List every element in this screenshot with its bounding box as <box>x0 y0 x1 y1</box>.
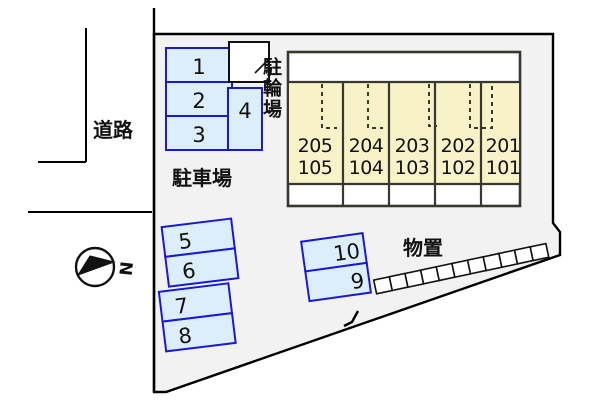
road-label: 道路 <box>93 118 134 142</box>
storage-label: 物置 <box>403 236 443 260</box>
unit-lower-label: 101 <box>486 157 521 179</box>
unit-interior-dashed-lines <box>321 84 493 129</box>
building-unit-203-103: 203 103 <box>395 135 430 179</box>
bicycle-parking-label: 駐輪場 <box>260 56 282 120</box>
building-unit-204-104: 204 104 <box>349 135 385 179</box>
apartment-building <box>286 50 522 208</box>
unit-upper-label: 203 <box>395 135 430 157</box>
parking-stall-1-label: 1 <box>192 55 205 79</box>
parking-stall-4-label: 4 <box>238 99 251 123</box>
unit-lower-label: 103 <box>395 157 430 179</box>
road-boundary <box>28 28 152 213</box>
compass-needle <box>76 255 116 276</box>
parking-stall-6-label: 6 <box>181 258 197 283</box>
bicycle-parking-leader-line <box>254 58 270 74</box>
parking-stall-5-label: 5 <box>177 229 193 254</box>
compass-north-letter: N <box>114 260 135 276</box>
parking-stall-8[interactable]: 8 <box>161 311 237 353</box>
parking-stall-9-label: 9 <box>349 268 366 294</box>
compass-rose: N <box>74 246 136 288</box>
parking-stall-group-56: 5 6 <box>160 217 240 288</box>
parking-stall-10-label: 10 <box>332 239 362 266</box>
building-unit-202-102: 202 102 <box>441 135 476 179</box>
unit-upper-label: 204 <box>349 135 384 157</box>
parking-stall-group-78: 7 8 <box>157 282 237 353</box>
unit-lower-label: 102 <box>441 157 476 179</box>
parking-stall-group-123: 1 2 3 <box>165 47 233 151</box>
unit-upper-label: 202 <box>441 135 476 157</box>
building-unit-201-101: 201 101 <box>486 135 521 179</box>
parking-stall-8-label: 8 <box>177 323 193 348</box>
storage-shed-box <box>529 242 550 262</box>
bicycle-parking-label-char-1: 駐輪場 <box>260 56 282 120</box>
parking-stall-4[interactable]: 4 <box>227 87 263 151</box>
building-unit-labels: 205 105 204 104 203 103 202 102 201 101 <box>298 135 521 179</box>
unit-lower-label: 104 <box>349 157 384 179</box>
bicycle-parking-box[interactable] <box>228 41 270 83</box>
parking-stall-1[interactable]: 1 <box>165 47 233 83</box>
parking-stall-9[interactable]: 9 <box>304 261 373 303</box>
unit-lower-label: 105 <box>298 157 333 179</box>
parking-stall-6[interactable]: 6 <box>164 247 240 288</box>
parking-stall-group-910: 10 9 <box>300 231 373 303</box>
building-unit-205-105: 205 105 <box>298 135 333 179</box>
unit-upper-label: 205 <box>298 135 333 157</box>
unit-upper-label: 201 <box>486 135 521 157</box>
parking-stall-2-label: 2 <box>192 89 205 113</box>
storage-shed-row <box>372 242 550 295</box>
parking-lot-label: 駐車場 <box>172 166 232 190</box>
parking-stall-2[interactable]: 2 <box>165 81 233 117</box>
parking-stall-10[interactable]: 10 <box>300 231 368 273</box>
parking-stall-3-label: 3 <box>192 123 205 147</box>
parking-stall-7-label: 7 <box>173 293 189 318</box>
parking-stall-3[interactable]: 3 <box>165 115 233 151</box>
